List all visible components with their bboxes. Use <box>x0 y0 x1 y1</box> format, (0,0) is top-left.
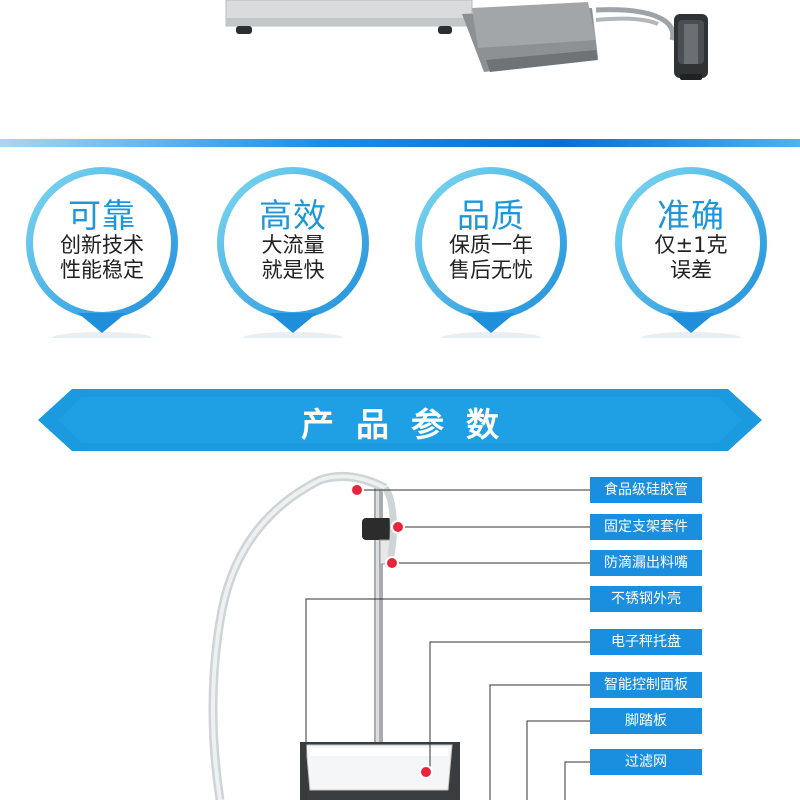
marker-dots <box>350 483 433 779</box>
part-label-foot-pedal: 脚踏板 <box>590 708 702 734</box>
part-label-scale-tray: 电子秤托盘 <box>590 629 702 655</box>
part-label-stand-kit: 固定支架套件 <box>590 514 702 540</box>
feature-line: 保质一年 <box>449 233 533 257</box>
feature-description: 保质一年 售后无忧 <box>431 233 551 283</box>
feature-badge-efficient: 高效 大流量 就是快 <box>213 163 373 338</box>
product-photo-top <box>0 0 800 100</box>
feature-line: 大流量 <box>261 233 325 257</box>
part-label-steel-shell: 不锈钢外壳 <box>590 586 702 612</box>
feature-title: 高效 <box>259 196 327 235</box>
feature-badge-reliable: 可靠 创新技术 性能稳定 <box>22 163 182 338</box>
part-label-control-panel: 智能控制面板 <box>590 672 702 698</box>
feature-title: 可靠 <box>68 196 136 235</box>
feature-title: 准确 <box>657 196 725 235</box>
section-title: 产品参数 <box>301 405 521 444</box>
scale-tray <box>305 744 453 791</box>
badge-pin-icon <box>217 167 369 338</box>
product-diagram <box>208 471 590 800</box>
feature-title: 品质 <box>457 196 525 235</box>
section-banner <box>0 385 800 455</box>
feature-line: 仅±1克 <box>654 233 728 257</box>
feature-badge-quality: 品质 保质一年 售后无忧 <box>411 163 571 338</box>
badge-pin-icon <box>26 167 178 338</box>
feature-badge-accurate: 准确 仅±1克 误差 <box>611 163 771 338</box>
badge-pin-icon <box>415 167 567 338</box>
feature-description: 仅±1克 误差 <box>631 233 751 283</box>
feature-line: 创新技术 <box>60 233 144 257</box>
feature-line: 售后无忧 <box>449 258 533 282</box>
feature-line: 就是快 <box>261 258 325 282</box>
feature-line: 性能稳定 <box>60 258 144 282</box>
stand-clamp <box>362 518 392 540</box>
badge-pin-icon <box>615 167 767 338</box>
part-label-filter: 过滤网 <box>590 749 702 775</box>
part-label-nozzle: 防滴漏出料嘴 <box>590 550 702 576</box>
section-divider <box>0 139 800 147</box>
feature-description: 创新技术 性能稳定 <box>42 233 162 283</box>
feature-line: 误差 <box>670 258 712 282</box>
feature-description: 大流量 就是快 <box>233 233 353 283</box>
part-label-silicone-tube: 食品级硅胶管 <box>590 477 702 503</box>
